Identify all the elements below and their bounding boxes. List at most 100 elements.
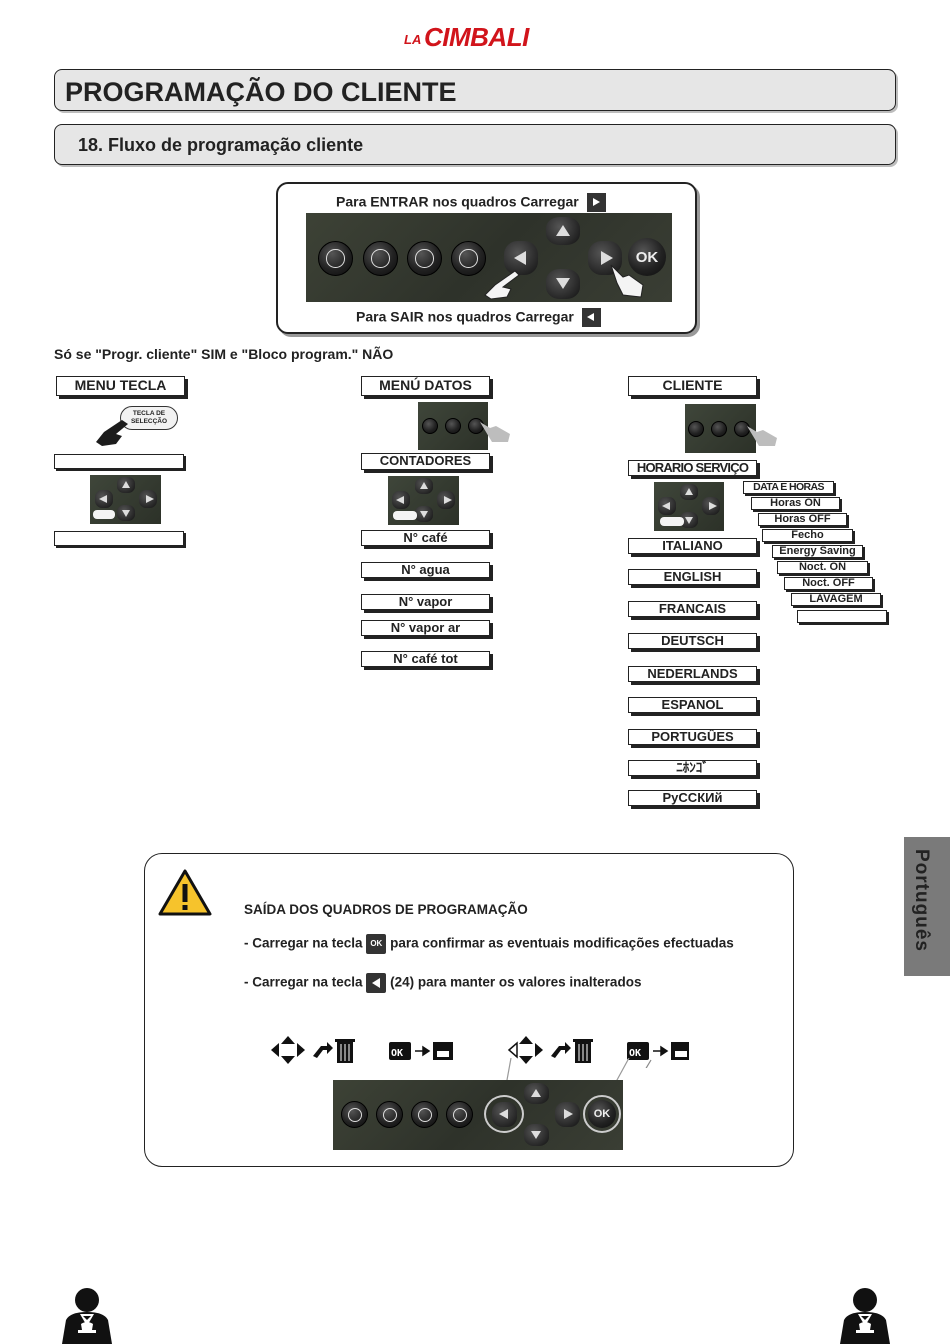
schedule-item: Horas OFF — [758, 513, 847, 526]
left-key-icon — [504, 241, 538, 275]
ok-key-icon: OK — [588, 1100, 616, 1128]
info-key-icon — [446, 1101, 473, 1128]
up-key-icon — [546, 217, 580, 245]
schedule-item: DATA E HORAS — [743, 481, 834, 494]
warning-box: SAÍDA DOS QUADROS DE PROGRAMAÇÃO - Carre… — [144, 853, 794, 1167]
exit-caption-row: Para SAIR nos quadros Carregar — [356, 308, 602, 327]
pointing-hand-icon — [93, 510, 115, 519]
counter-item: N° vapor ar — [361, 620, 490, 636]
ok-save-pictogram-icon: OK — [627, 1042, 689, 1060]
warning-line-confirm: - Carregar na tecla OK para confirmar as… — [244, 934, 734, 954]
schedule-item: Fecho — [762, 529, 853, 542]
page-header: PROGRAMAÇÃO DO CLIENTE — [54, 69, 896, 111]
keypad-panel: Para ENTRAR nos quadros Carregar OK Para… — [276, 182, 697, 334]
condition-note: Só se "Progr. cliente" SIM e "Bloco prog… — [54, 346, 394, 362]
language-item: DEUTSCH — [628, 633, 757, 649]
ok-key-icon: OK — [366, 934, 387, 954]
keypad-photo: OK — [333, 1080, 623, 1150]
ok-key-icon: OK — [628, 238, 666, 276]
highlight-ring — [583, 1095, 621, 1133]
counter-item: N° vapor — [361, 594, 490, 610]
language-item: ENGLISH — [628, 569, 757, 585]
section-title: 18. Fluxo de programação cliente — [78, 135, 364, 155]
schedule-item: Noct. OFF — [784, 577, 873, 590]
language-side-tab: Português — [904, 837, 950, 976]
language-item: РуССКИй — [628, 790, 757, 806]
cliente-label: CLIENTE — [628, 376, 757, 396]
arrow-keys-photo — [90, 475, 161, 524]
schedule-item: Noct. ON — [777, 561, 868, 574]
menu-tecla-label: MENU TECLA — [56, 376, 185, 396]
warning-line-text: - Carregar na tecla — [244, 974, 363, 990]
pointing-hand-icon — [96, 420, 128, 446]
coffee-key-icon — [363, 241, 398, 276]
coffee-key-icon — [376, 1101, 403, 1128]
page-title: PROGRAMAÇÃO DO CLIENTE — [65, 77, 457, 107]
section-header: 18. Fluxo de programação cliente — [54, 124, 896, 165]
logo-prefix: LA — [404, 32, 422, 47]
right-arrow-key-icon — [587, 193, 607, 212]
pointing-hand-icon — [610, 264, 644, 298]
right-key-icon — [555, 1102, 580, 1127]
empty-field — [54, 454, 184, 469]
language-item: ﾆﾎﾝｺﾞ — [628, 760, 757, 776]
language-item: ESPANOL — [628, 697, 757, 713]
warning-line-cancel: - Carregar na tecla (24) para manter os … — [244, 973, 641, 993]
schedule-item: Energy Saving — [772, 545, 863, 558]
waiter-icon — [840, 1288, 890, 1344]
up-key-icon — [524, 1083, 549, 1104]
warning-line-text: para confirmar as eventuais modificações… — [390, 935, 734, 951]
warning-title: SAÍDA DOS QUADROS DE PROGRAMAÇÃO — [244, 902, 528, 917]
left-arrow-key-icon — [366, 973, 387, 993]
ok-save-pictogram-icon: OK — [389, 1042, 453, 1060]
counter-item: N° café tot — [361, 651, 490, 667]
warning-line-text: (24) para manter os valores inalterados — [390, 974, 642, 990]
counter-item: N° agua — [361, 562, 490, 578]
warning-icon — [158, 869, 212, 916]
pointing-hand-icon — [747, 426, 777, 446]
brand-logo: LA CIMBALI — [404, 22, 546, 52]
arrows-cancel-pictogram-icon — [507, 1036, 593, 1064]
highlight-ring — [484, 1095, 524, 1133]
steam-key-icon — [318, 241, 353, 276]
svg-text:OK: OK — [629, 1048, 641, 1059]
down-key-icon — [524, 1124, 549, 1146]
right-key-icon — [588, 241, 622, 275]
language-item: PORTUGÛES — [628, 729, 757, 745]
arrows-cancel-pictogram-icon — [271, 1036, 355, 1064]
left-key-icon — [492, 1102, 517, 1127]
exit-caption: Para SAIR nos quadros Carregar — [356, 308, 574, 325]
pointing-hand-icon — [393, 511, 417, 520]
pointing-hand-icon — [484, 270, 520, 300]
down-key-icon — [546, 269, 580, 299]
language-item: NEDERLANDS — [628, 666, 757, 682]
info-key-photo — [418, 402, 488, 450]
counter-item: N° café — [361, 530, 490, 546]
clock-key-photo — [685, 404, 756, 453]
pointing-hand-icon — [480, 422, 510, 442]
menu-datos-label: MENÚ DATOS — [361, 376, 490, 396]
schedule-item: LAVAGEM — [791, 593, 881, 606]
keypad-photo: OK — [306, 213, 672, 302]
svg-text:OK: OK — [391, 1048, 403, 1059]
language-item: ITALIANO — [628, 538, 757, 554]
arrow-keys-photo — [654, 482, 724, 531]
selection-key-label: TECLA DE SELECÇÃO — [120, 406, 178, 430]
empty-field — [54, 531, 184, 546]
language-item: FRANCAIS — [628, 601, 757, 617]
arrow-keys-photo — [388, 476, 459, 525]
left-arrow-key-icon — [582, 308, 602, 327]
clock-key-icon — [411, 1101, 438, 1128]
enter-caption-row: Para ENTRAR nos quadros Carregar — [336, 193, 607, 212]
steam-key-icon — [341, 1101, 368, 1128]
logo-name: CIMBALI — [424, 22, 529, 52]
warning-line-text: - Carregar na tecla — [244, 935, 363, 951]
pointing-hand-icon — [660, 517, 684, 526]
side-tab-label: Português — [911, 849, 932, 952]
enter-caption: Para ENTRAR nos quadros Carregar — [336, 193, 579, 210]
pictogram-row: OK OK — [271, 1036, 689, 1068]
contadores-label: CONTADORES — [361, 453, 490, 470]
clock-key-icon — [407, 241, 442, 276]
empty-field — [797, 610, 887, 623]
waiter-icon — [62, 1288, 112, 1344]
